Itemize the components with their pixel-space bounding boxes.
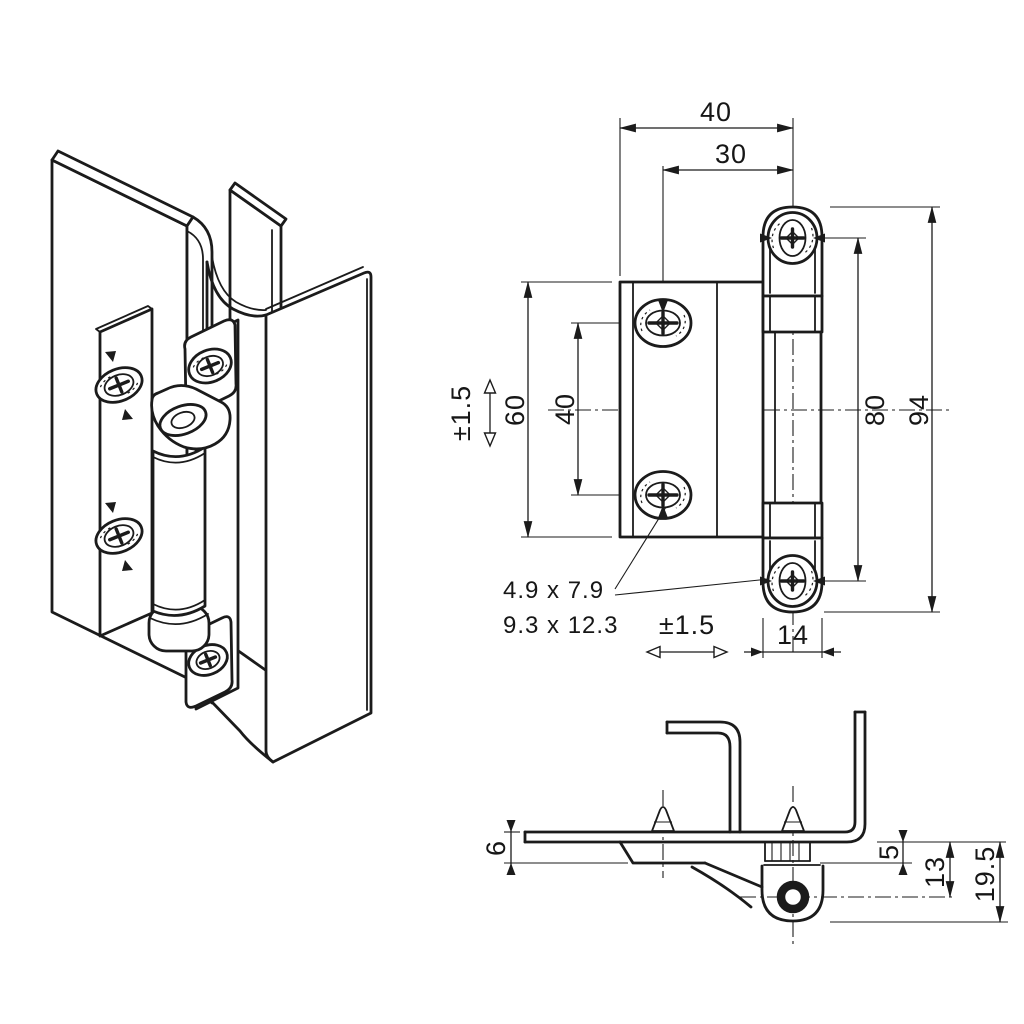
dim-flange-offset: 6 (481, 840, 511, 856)
dim-screw-spacing: 80 (860, 394, 890, 426)
plate-hole-top (633, 298, 693, 348)
front-dimensions: 40 30 60 40 ±1.5 80 94 14 ±1.5 (446, 97, 937, 659)
screw-tip-marks (651, 806, 805, 832)
dim-strip-width: 14 (777, 620, 809, 650)
side-hinge-body (618, 840, 825, 923)
front-view: 40 30 60 40 ±1.5 80 94 14 ±1.5 (446, 97, 952, 659)
pin-bore (776, 880, 810, 914)
side-sheet-profiles (523, 710, 867, 844)
dim-vertical-tolerance: ±1.5 (446, 385, 476, 441)
dim-leaf-plate-height: 5 (874, 844, 904, 860)
strip-screw-top (766, 211, 819, 265)
dim-overall-height: 94 (904, 394, 934, 426)
iso-left-leaf (94, 305, 154, 638)
dim-hole-spacing: 40 (550, 393, 580, 425)
dim-top-hole-offset: 30 (715, 139, 747, 169)
side-dimensions: 6 5 13 19.5 (481, 820, 1005, 923)
dim-horizontal-tolerance: ±1.5 (659, 610, 715, 640)
isometric-view (50, 149, 373, 764)
plate-hole-bottom (633, 470, 693, 520)
side-view: 6 5 13 19.5 (481, 710, 1008, 944)
dim-pin-axis-depth: 13 (920, 856, 950, 888)
strip-screw-bottom (766, 554, 819, 608)
note-slot-small: 4.9 x 7.9 (503, 577, 604, 604)
dim-overall-depth: 19.5 (970, 846, 1000, 903)
note-slot-large: 9.3 x 12.3 (503, 612, 618, 639)
dim-plate-height: 60 (500, 394, 530, 426)
dim-top-width: 40 (700, 97, 732, 127)
iso-right-channel (205, 181, 373, 764)
iso-barrel (147, 384, 234, 709)
